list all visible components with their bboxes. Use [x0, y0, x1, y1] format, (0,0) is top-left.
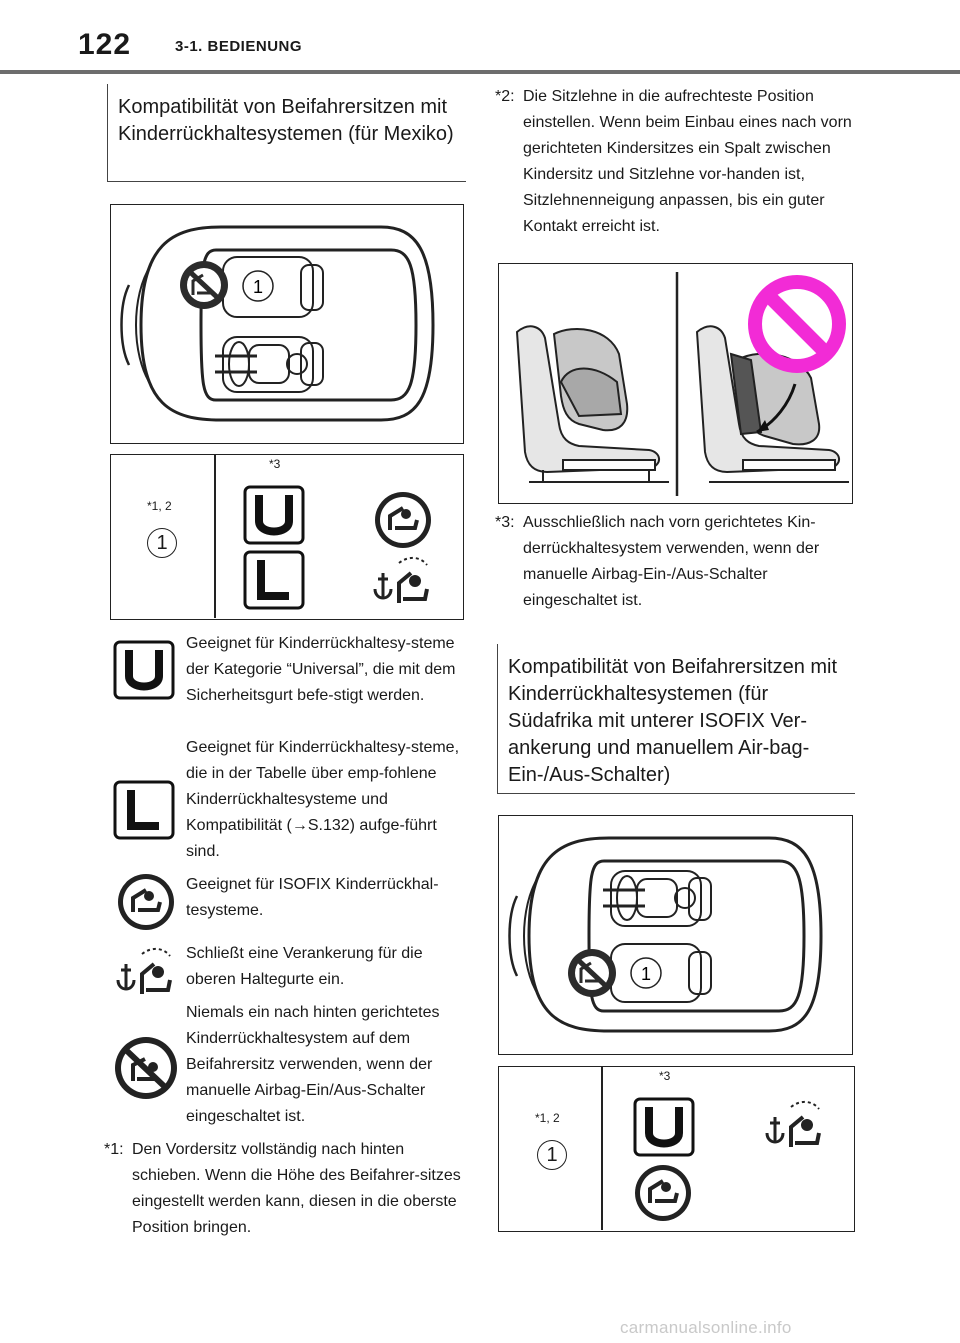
footnote-1-mark: *1:	[104, 1141, 124, 1158]
legend-text-l-category: Geeignet für Kinderrückhaltesy-steme, di…	[186, 739, 460, 860]
svg-text:1: 1	[641, 964, 651, 984]
footnote-2-text: Die Sitzlehne in die aufrechteste Positi…	[523, 88, 852, 235]
footnote-1: *1: Den Vordersitz vollständig nach hint…	[104, 1137, 470, 1241]
seat-backrest-image	[515, 272, 849, 496]
compat-table-south-africa: *1, 2 1 *3	[498, 1066, 855, 1232]
footnote-2: *2: Die Sitzlehne in die aufrechteste Po…	[495, 84, 855, 240]
universal-u-icon	[633, 1097, 695, 1157]
footnote-3: *3: Ausschließlich nach vorn gerichtetes…	[495, 510, 855, 614]
top-tether-anchor-icon	[765, 1101, 821, 1147]
watermark: carmanualsonline.info	[620, 1318, 792, 1337]
chapter-title: 3-1. BEDIENUNG	[175, 38, 303, 55]
universal-u-icon	[113, 640, 175, 700]
top-tether-anchor-icon	[116, 948, 172, 994]
legend-text-no-rear-facing: Niemals ein nach hinten gerichtetes Kind…	[186, 1004, 440, 1125]
svg-text:1: 1	[253, 277, 263, 297]
footnote-1-text: Den Vordersitz vollständig nach hinten s…	[132, 1141, 461, 1236]
note-ref-1-2: *1, 2	[147, 499, 172, 513]
top-tether-anchor-icon	[373, 557, 429, 603]
car-topview-image: 1	[508, 836, 823, 1033]
legend-text-isofix: Geeignet für ISOFIX Kinderrückhal-tesyst…	[186, 876, 439, 919]
car-diagram-south-africa: 1	[498, 815, 853, 1055]
universal-u-icon	[243, 485, 305, 545]
no-rear-facing-icon	[568, 949, 616, 997]
seat-number-badge: 1	[537, 1140, 567, 1170]
isofix-icon	[635, 1165, 691, 1221]
section-heading-south-africa: Kompatibilität von Beifahrersitzen mit K…	[497, 644, 855, 794]
note-ref-3: *3	[269, 457, 281, 471]
footnote-2-mark: *2:	[495, 88, 515, 105]
page-number: 122	[78, 28, 132, 61]
compat-table-mexico: *1, 2 1 *3	[110, 454, 464, 620]
header-rule	[0, 70, 960, 74]
section-heading-mexico: Kompatibilität von Beifahrersitzen mit K…	[107, 84, 466, 182]
note-ref-3: *3	[659, 1069, 671, 1083]
note-ref-1-2: *1, 2	[535, 1111, 560, 1125]
legend-text-universal: Geeignet für Kinderrückhaltesy-steme der…	[186, 635, 456, 704]
no-rear-facing-icon	[180, 261, 228, 309]
l-category-icon	[113, 780, 175, 840]
l-category-icon	[243, 550, 305, 610]
seat-number-badge: 1	[147, 528, 177, 558]
isofix-icon	[118, 874, 174, 930]
isofix-icon	[375, 492, 431, 548]
footnote-3-text: Ausschließlich nach vorn gerichtetes Kin…	[523, 514, 820, 609]
legend-text-top-tether: Schließt eine Verankerung für die oberen…	[186, 945, 423, 988]
no-rear-facing-icon	[115, 1037, 177, 1099]
footnote-3-mark: *3:	[495, 514, 515, 531]
seat-illustration	[498, 263, 853, 504]
table-divider	[214, 455, 216, 618]
table-divider	[601, 1067, 603, 1230]
car-diagram-mexico: 1	[110, 204, 464, 444]
prohibition-symbol	[748, 275, 846, 373]
car-topview-image: 1	[120, 225, 435, 422]
